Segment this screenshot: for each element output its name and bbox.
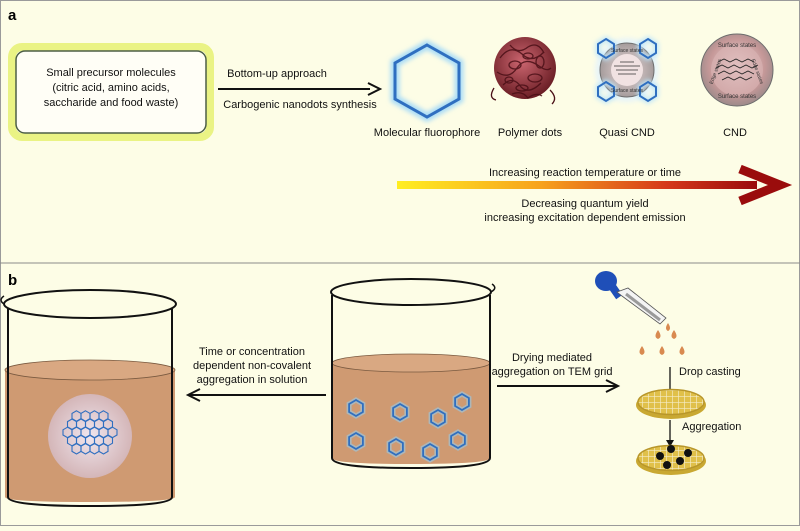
right-arrow-head [605, 379, 621, 393]
aggregates-icon [656, 445, 692, 469]
cnd-surface-states-bottom: Surface states [718, 94, 756, 100]
cnd-label: CND [723, 127, 747, 139]
left-arrow-head [185, 388, 201, 402]
trend-arrow-bar [397, 181, 757, 189]
tem-grid-bottom [636, 444, 706, 475]
left-arrow-line-2: dependent non-covalent [193, 360, 311, 372]
panel-a-letter: a [8, 7, 17, 24]
trend-line-2: increasing excitation dependent emission [484, 212, 685, 224]
synthesis-label: Carbogenic nanodots synthesis [223, 99, 377, 111]
bottom-up-arrow-head [367, 82, 383, 96]
quasi-cnd-icon [595, 36, 659, 104]
drop-casting-label: Drop casting [679, 366, 741, 378]
precursor-line-2: (citric acid, amino acids, [52, 82, 169, 94]
right-arrow-line-2: aggregation on TEM grid [492, 366, 613, 378]
panel-b-letter: b [8, 272, 17, 289]
precursor-line-3: saccharide and food waste) [44, 97, 179, 109]
quasi-surface-states-top: Surface states [611, 48, 643, 54]
left-beaker [0, 289, 177, 508]
aggregation-arrow-head [666, 440, 674, 447]
left-arrow-line-3: aggregation in solution [197, 374, 308, 386]
dispersed-dots-icon [346, 391, 472, 463]
precursor-line-1: Small precursor molecules [46, 67, 176, 79]
droplets-icon [639, 323, 685, 355]
polymer-dots-label: Polymer dots [498, 127, 563, 139]
quasi-cnd-label: Quasi CND [599, 127, 655, 139]
middle-beaker [330, 278, 496, 470]
trend-arrow-head [738, 164, 793, 206]
cnd-icon [700, 33, 774, 107]
polymer-dot-icon [490, 37, 556, 105]
honeycomb-sheet-icon [62, 410, 118, 455]
molecular-fluorophore-label: Molecular fluorophore [374, 127, 480, 139]
aggregation-label: Aggregation [682, 421, 741, 433]
left-arrow-line-1: Time or concentration [199, 346, 305, 358]
molecular-fluorophore-icon [390, 39, 464, 123]
right-arrow-line-1: Drying mediated [512, 352, 592, 364]
tem-grid-top [636, 388, 706, 419]
gradient-label: Increasing reaction temperature or time [489, 167, 681, 179]
quasi-surface-states-bottom: Surface states [611, 88, 643, 94]
approach-label: Bottom-up approach [227, 68, 327, 80]
precursor-box [15, 50, 207, 134]
cnd-surface-states-top: Surface states [718, 43, 756, 49]
trend-line-1: Decreasing quantum yield [521, 198, 648, 210]
dropper-icon [595, 271, 667, 325]
